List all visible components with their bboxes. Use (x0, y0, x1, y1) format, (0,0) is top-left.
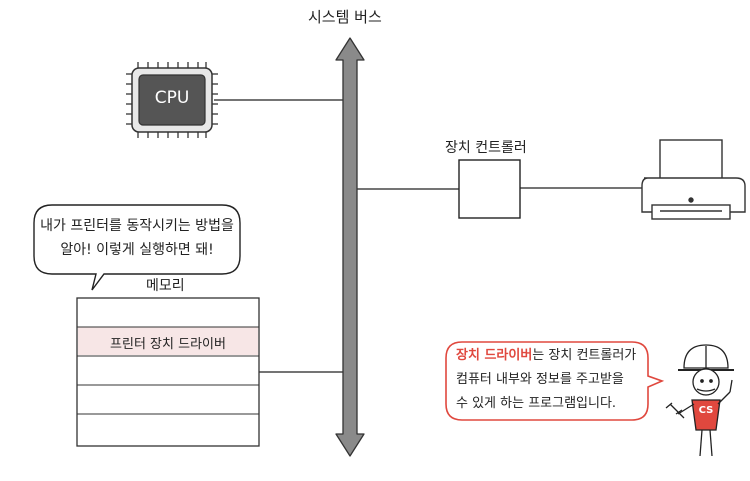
speech-bubble-right (445, 341, 665, 421)
speech-right-line1-rest: 는 장치 컨트롤러가 (532, 348, 637, 363)
speech-right-line1: 장치 드라이버는 장치 컨트롤러가 (456, 344, 646, 368)
device-controller-box (458, 159, 521, 219)
cpu-label: CPU (154, 88, 190, 108)
cs-mascot-character (665, 344, 734, 457)
system-bus-label: 시스템 버스 (308, 8, 382, 26)
speech-left-line1: 내가 프린터를 동작시키는 방법을 (40, 218, 234, 234)
speech-text-left: 내가 프린터를 동작시키는 방법을 알아! 이렇게 실행하면 돼! (36, 214, 238, 262)
shirt-text: CS (698, 405, 714, 416)
memory-block (76, 297, 260, 447)
speech-right-line2: 컴퓨터 내부와 정보를 주고받을 (456, 372, 624, 387)
speech-right-line3: 수 있게 하는 프로그램입니다. (456, 396, 617, 411)
printer-icon (641, 139, 746, 220)
memory-label: 메모리 (146, 278, 185, 294)
highlight-device-driver: 장치 드라이버 (456, 348, 533, 363)
speech-text-right: 장치 드라이버는 장치 컨트롤러가 컴퓨터 내부와 정보를 주고받을 수 있게 … (456, 344, 646, 416)
system-bus-arrow (335, 37, 365, 457)
speech-bubble-left (33, 204, 241, 291)
printer-driver-row-label: 프린터 장치 드라이버 (110, 337, 226, 352)
speech-left-line2: 알아! 이렇게 실행하면 돼! (60, 242, 214, 258)
cpu-chip (126, 62, 218, 138)
device-controller-label: 장치 컨트롤러 (445, 140, 527, 156)
